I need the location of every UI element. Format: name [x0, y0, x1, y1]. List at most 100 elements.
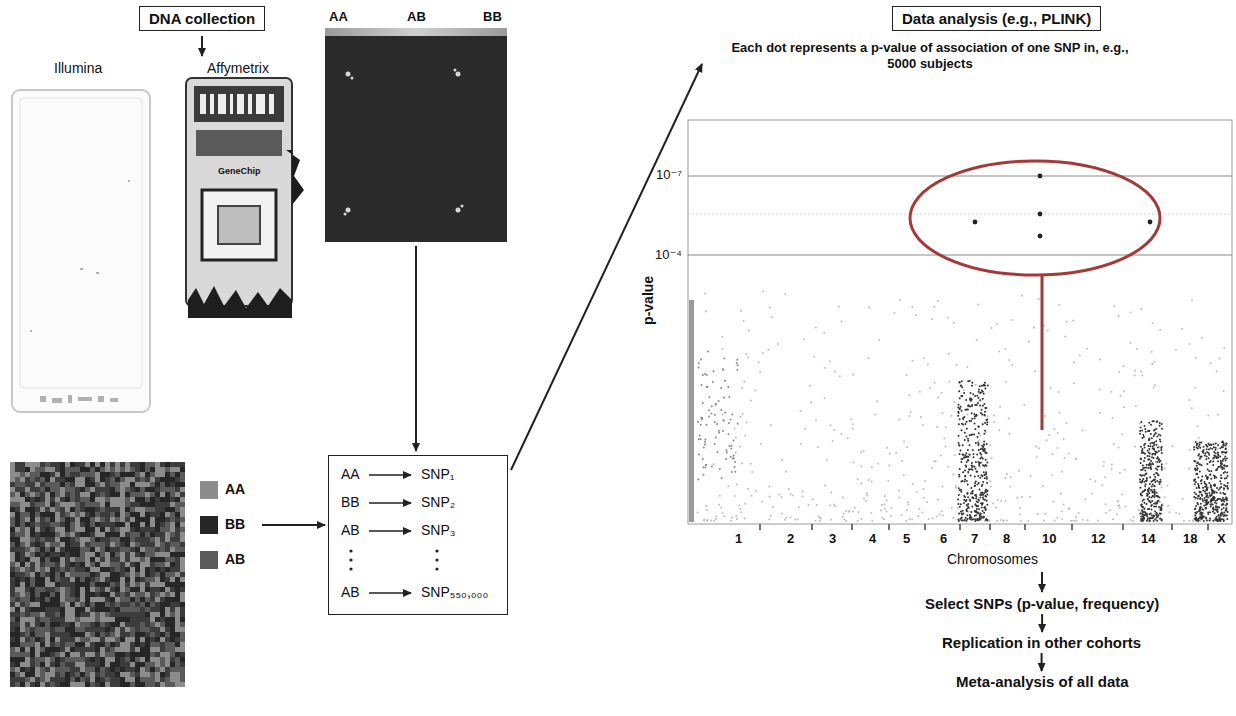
heatmap-cell — [175, 512, 180, 517]
heatmap-cell — [60, 612, 65, 617]
heatmap-cell — [130, 647, 135, 652]
heatmap-cell — [70, 557, 75, 562]
snp-dot — [741, 387, 743, 389]
heatmap-cell — [105, 632, 110, 637]
heatmap-cell — [55, 507, 60, 512]
snp-dot — [1124, 506, 1126, 508]
cluster-plot — [325, 28, 507, 242]
heatmap-cell — [25, 467, 30, 472]
heatmap-cell — [150, 577, 155, 582]
heatmap-cell — [150, 487, 155, 492]
heatmap-cell — [25, 577, 30, 582]
heatmap-cell — [80, 557, 85, 562]
heatmap-cell — [25, 547, 30, 552]
snp-dot — [1046, 439, 1048, 441]
heatmap-cell — [20, 642, 25, 647]
heatmap-cell — [100, 627, 105, 632]
heatmap-cell — [80, 652, 85, 657]
heatmap-cell — [15, 497, 20, 502]
heatmap-cell — [50, 622, 55, 627]
heatmap-cell — [60, 647, 65, 652]
heatmap-cell — [160, 467, 165, 472]
heatmap-cell — [175, 677, 180, 682]
heatmap-cell — [60, 672, 65, 677]
heatmap-cell — [180, 587, 185, 592]
heatmap-cell — [155, 512, 160, 517]
snp-dot — [744, 435, 746, 437]
snp-dot — [996, 323, 998, 325]
heatmap-cell — [35, 577, 40, 582]
heatmap-cell — [170, 517, 175, 522]
heatmap-cell — [150, 517, 155, 522]
heatmap-cell — [105, 607, 110, 612]
snp-dot — [747, 357, 749, 359]
heatmap-cell — [85, 522, 90, 527]
heatmap-cell — [155, 647, 160, 652]
heatmap-cell — [15, 487, 20, 492]
snp-dot — [874, 414, 876, 416]
heatmap-cell — [100, 557, 105, 562]
heatmap-cell — [140, 547, 145, 552]
heatmap-cell — [140, 592, 145, 597]
heatmap-cell — [150, 537, 155, 542]
heatmap-cell — [55, 627, 60, 632]
heatmap-cell — [120, 657, 125, 662]
heatmap-cell — [120, 522, 125, 527]
heatmap-cell — [95, 682, 100, 687]
heatmap-cell — [175, 592, 180, 597]
heatmap-cell — [175, 507, 180, 512]
heatmap-cell — [95, 652, 100, 657]
snp-dot — [1012, 319, 1014, 321]
heatmap-cell — [125, 627, 130, 632]
heatmap-cell — [115, 647, 120, 652]
heatmap-cell — [20, 667, 25, 672]
heatmap-cell — [95, 672, 100, 677]
heatmap-cell — [10, 492, 15, 497]
heatmap-cell — [115, 532, 120, 537]
heatmap-cell — [165, 482, 170, 487]
heatmap-cell — [140, 532, 145, 537]
heatmap-cell — [100, 482, 105, 487]
heatmap-cell — [110, 677, 115, 682]
snp-dot — [1068, 453, 1070, 455]
snp-dot — [1109, 509, 1111, 511]
heatmap-cell — [155, 672, 160, 677]
heatmap-cell — [70, 497, 75, 502]
heatmap-cell — [110, 567, 115, 572]
heatmap-cell — [100, 512, 105, 517]
genotype-heatmap — [10, 462, 185, 687]
heatmap-cell — [10, 607, 15, 612]
snp-dot — [923, 488, 925, 490]
heatmap-cell — [15, 492, 20, 497]
beadchip-frame — [20, 98, 142, 388]
heatmap-cell — [80, 667, 85, 672]
heatmap-cell — [85, 572, 90, 577]
heatmap-cell — [10, 562, 15, 567]
heatmap-cell — [40, 607, 45, 612]
heatmap-cell — [160, 667, 165, 672]
heatmap-cell — [75, 507, 80, 512]
heatmap-cell — [150, 632, 155, 637]
heatmap-cell — [90, 667, 95, 672]
snp-dot — [767, 349, 769, 351]
snp-dot — [802, 491, 804, 493]
heatmap-cell — [20, 467, 25, 472]
heatmap-cell — [75, 647, 80, 652]
heatmap-cell — [55, 582, 60, 587]
heatmap-cell — [45, 562, 50, 567]
snp-dot — [852, 510, 854, 512]
heatmap-cell — [155, 472, 160, 477]
heatmap-cell — [90, 522, 95, 527]
heatmap-cell — [10, 582, 15, 587]
snp-dot — [842, 497, 844, 499]
snp-dot — [722, 512, 724, 514]
heatmap-cell — [180, 577, 185, 582]
heatmap-cell — [30, 472, 35, 477]
heatmap-cell — [55, 602, 60, 607]
heatmap-cell — [20, 537, 25, 542]
heatmap-cell — [180, 617, 185, 622]
heatmap-cell — [115, 682, 120, 687]
heatmap-cell — [60, 517, 65, 522]
heatmap-cell — [115, 637, 120, 642]
heatmap-cell — [130, 567, 135, 572]
